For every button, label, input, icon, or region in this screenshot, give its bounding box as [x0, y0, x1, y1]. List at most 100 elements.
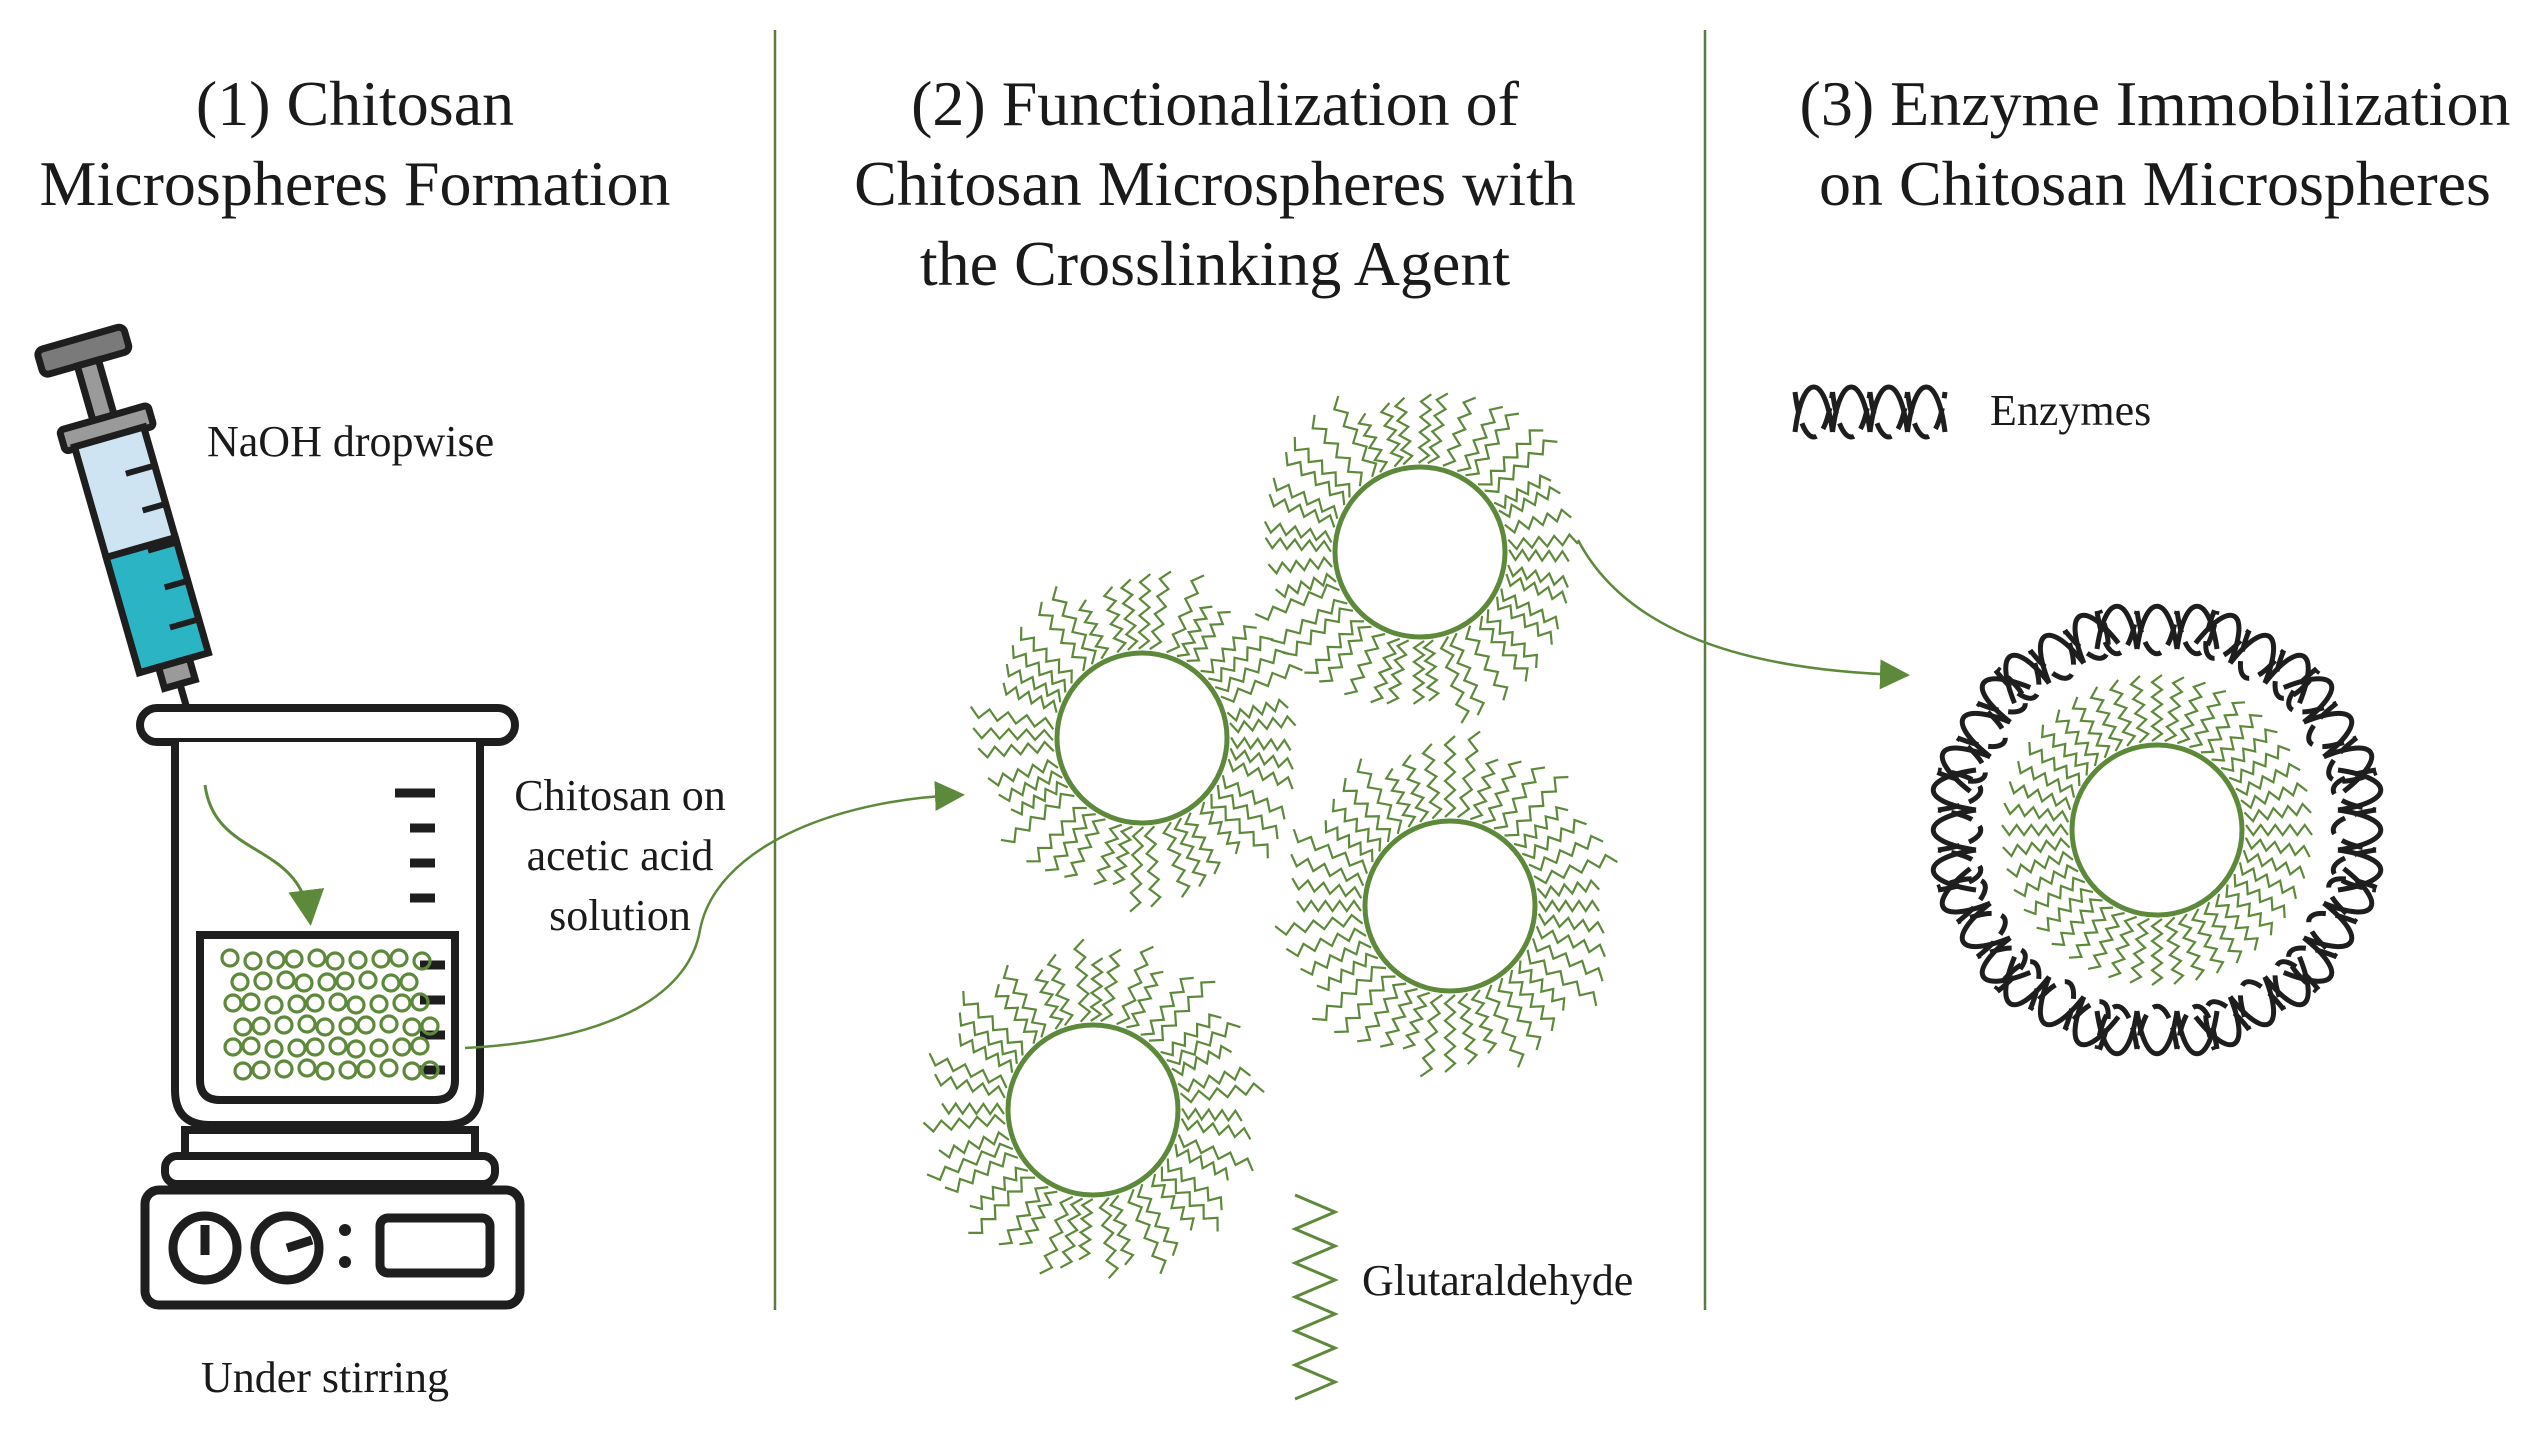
- glutaraldehyde-chain: [1493, 473, 1552, 510]
- glutaraldehyde-chain: [1166, 1158, 1223, 1211]
- microsphere-bubble: [392, 993, 412, 1013]
- glutaraldehyde-chain: [2228, 744, 2291, 784]
- glutaraldehyde-chain: [1379, 402, 1405, 468]
- glutaraldehyde-chain: [928, 1052, 1008, 1089]
- panel-2-title: (2) Functionalization of Chitosan Micros…: [854, 68, 1576, 299]
- glutaraldehyde-chain: [1229, 747, 1294, 770]
- glutaraldehyde-chain: [1077, 1198, 1094, 1261]
- glutaraldehyde-chain: [1296, 899, 1362, 913]
- glutaraldehyde-chain: [968, 1176, 1035, 1234]
- microsphere-bubble: [402, 1017, 422, 1037]
- glutaraldehyde-chain: [2036, 887, 2094, 932]
- microsphere-bubble: [369, 994, 389, 1014]
- enzyme-helix: [1936, 666, 2032, 794]
- enzyme-icon: [1792, 384, 1948, 440]
- microsphere-core: [1362, 818, 1538, 994]
- enzyme-helix: [2282, 866, 2378, 994]
- enzyme-helix: [2282, 666, 2378, 794]
- microsphere-bubble: [420, 1060, 440, 1080]
- microsphere-bubble: [346, 995, 366, 1015]
- glutaraldehyde-chain: [2243, 802, 2312, 824]
- microsphere-bubble: [410, 1036, 430, 1056]
- glutaraldehyde-chain: [2176, 681, 2206, 745]
- glutaraldehyde-chain: [922, 1113, 1006, 1134]
- glutaraldehyde-chain: [1484, 984, 1525, 1068]
- glutaraldehyde-chain: [1149, 570, 1172, 651]
- enzyme-immobilized-microsphere: [1930, 603, 2384, 1057]
- glutaraldehyde-chain: [1254, 583, 1340, 622]
- glutaraldehyde-chain: [1531, 938, 1604, 982]
- glutaraldehyde-chain: [1148, 980, 1216, 1042]
- glutaraldehyde-chain: [1221, 775, 1286, 820]
- glutaraldehyde-chain: [2006, 850, 2074, 879]
- glutaraldehyde-chain: [1199, 801, 1241, 855]
- enzyme-helix: [1792, 384, 1948, 440]
- glutaraldehyde-chain: [1180, 1118, 1252, 1140]
- glutaraldehyde-chain: [1098, 1196, 1120, 1280]
- glutaraldehyde-chain: [1274, 572, 1337, 599]
- glutaraldehyde-chain: [1478, 615, 1529, 682]
- panel-3-title-line-2: on Chitosan Microspheres: [1819, 148, 2491, 219]
- glutaraldehyde-chain: [1319, 625, 1372, 683]
- chitosan-label-line-2: acetic acid: [527, 831, 714, 880]
- glutaraldehyde-chain: [1496, 596, 1553, 645]
- microsphere-bubble: [241, 992, 261, 1012]
- microsphere-bubble: [379, 1014, 399, 1034]
- glutaraldehyde-chain: [1162, 821, 1191, 898]
- glutaraldehyde-chain: [1005, 663, 1062, 703]
- microsphere-bubble: [287, 994, 307, 1014]
- microsphere-bubble: [274, 1015, 294, 1035]
- glutaraldehyde-chain: [1300, 940, 1372, 977]
- glutaraldehyde-chain: [962, 990, 1024, 1056]
- microsphere-bubble: [420, 1016, 440, 1036]
- microsphere-bubble: [328, 992, 348, 1012]
- glutaraldehyde-chain: [998, 769, 1063, 803]
- glutaraldehyde-chain: [1150, 1173, 1195, 1231]
- glutaraldehyde-chain: [1417, 393, 1433, 464]
- glutaraldehyde-chain: [1526, 949, 1598, 1007]
- glutaraldehyde-chain: [2211, 713, 2263, 762]
- glutaraldehyde-chain: [2189, 690, 2227, 749]
- functionalized-microsphere: [969, 570, 1303, 913]
- glutaraldehyde-chain: [1370, 637, 1401, 704]
- glutaraldehyde-chain: [1100, 948, 1122, 1023]
- glutaraldehyde-chain: [1386, 639, 1410, 705]
- glutaraldehyde-chain: [2071, 696, 2111, 759]
- glutaraldehyde-chain: [1089, 957, 1105, 1022]
- glutaraldehyde-chain: [1316, 952, 1379, 992]
- glutaraldehyde-chain: [1064, 818, 1106, 878]
- glutaraldehyde-chain: [987, 758, 1059, 788]
- enzyme-helix: [1930, 767, 1984, 893]
- microsphere-bubble: [305, 1037, 325, 1057]
- glutaraldehyde-chain: [1173, 817, 1207, 888]
- glutaraldehyde-chain: [1497, 977, 1542, 1051]
- glutaraldehyde-chain: [1268, 493, 1336, 528]
- glutaraldehyde-chain: [1210, 793, 1269, 859]
- microsphere-bubble: [399, 972, 419, 992]
- microsphere-bubble: [274, 1059, 294, 1079]
- microsphere-bubble: [346, 1039, 366, 1059]
- glutaraldehyde-chain: [1507, 564, 1569, 588]
- glutaraldehyde-chain: [1384, 767, 1417, 828]
- glutaraldehyde-chain: [2177, 913, 2206, 981]
- glutaraldehyde-chain: [1504, 508, 1572, 535]
- glutaraldehyde-chain: [1457, 992, 1479, 1065]
- glutaraldehyde-chain: [1443, 994, 1457, 1073]
- panel-2-title-line-3: the Crosslinking Agent: [920, 228, 1510, 299]
- glutaraldehyde-chain: [1039, 1195, 1074, 1275]
- glutaraldehyde-chain: [1304, 620, 1365, 675]
- glutaraldehyde-chain: [1344, 632, 1386, 696]
- glutaraldehyde-chain: [1220, 663, 1303, 704]
- glutaraldehyde-chain: [926, 1142, 1014, 1182]
- glutaraldehyde-chain: [2242, 849, 2306, 879]
- naoh-dropwise-label: NaOH dropwise: [207, 417, 494, 466]
- glutaraldehyde-chain: [1482, 760, 1522, 825]
- glutaraldehyde-chain: [1183, 812, 1222, 875]
- microsphere-bubble: [230, 972, 250, 992]
- glutaraldehyde-chain: [1166, 1021, 1241, 1066]
- enzyme-helix: [2193, 609, 2321, 705]
- glutaraldehyde-chain: [1508, 548, 1570, 564]
- glutaraldehyde-chain: [1226, 697, 1289, 723]
- glutaraldehyde-chain: [1357, 412, 1389, 473]
